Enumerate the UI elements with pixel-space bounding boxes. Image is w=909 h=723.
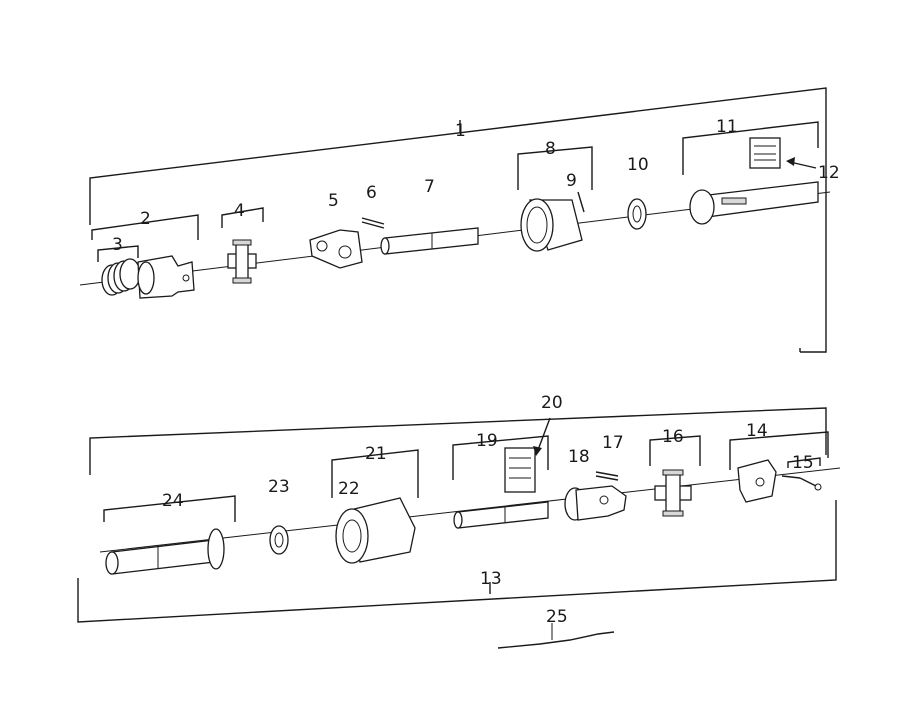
screw-part-9 bbox=[577, 191, 585, 213]
callout-10: 10 bbox=[627, 155, 649, 175]
guard-cone-part-21 bbox=[335, 497, 416, 564]
yoke-part-5 bbox=[309, 229, 363, 269]
callout-23: 23 bbox=[268, 477, 290, 497]
callout-22: 22 bbox=[338, 479, 360, 499]
guard-cone-part-8 bbox=[520, 198, 583, 252]
bracket-16 bbox=[649, 435, 701, 466]
callout-4: 4 bbox=[234, 201, 245, 221]
spring-ring-part-3 bbox=[101, 258, 141, 296]
callout-5: 5 bbox=[328, 191, 339, 211]
warning-label-part-12 bbox=[749, 137, 781, 169]
callout-13: 13 bbox=[480, 569, 502, 589]
yoke-part-18 bbox=[564, 485, 627, 521]
callout-21: 21 bbox=[365, 444, 387, 464]
bracket-15 bbox=[787, 457, 821, 468]
yoke-part-2 bbox=[137, 255, 195, 299]
callout-9: 9 bbox=[566, 171, 577, 191]
pin-part-6 bbox=[361, 217, 385, 229]
callout-19: 19 bbox=[476, 431, 498, 451]
bracket-19 bbox=[452, 435, 549, 480]
grease-fitting-part-15 bbox=[781, 475, 822, 491]
callout-7: 7 bbox=[424, 177, 435, 197]
yoke-part-14 bbox=[737, 459, 777, 503]
bracket-21 bbox=[331, 449, 419, 498]
callout-17: 17 bbox=[602, 433, 624, 453]
safety-chain-part-25 bbox=[497, 623, 615, 649]
bracket-14 bbox=[729, 431, 829, 470]
bracket-2 bbox=[91, 214, 199, 240]
pin-part-17 bbox=[595, 471, 619, 481]
bearing-ring-part-10 bbox=[627, 198, 647, 230]
callout-25: 25 bbox=[546, 607, 568, 627]
callout-24: 24 bbox=[162, 491, 184, 511]
outer-guard-tube-part-11 bbox=[689, 181, 819, 225]
cross-joint-part-4 bbox=[227, 239, 257, 284]
callout-11: 11 bbox=[716, 117, 738, 137]
bracket-8 bbox=[517, 146, 593, 190]
callout-14: 14 bbox=[746, 421, 768, 441]
arrow-20 bbox=[533, 417, 551, 456]
bracket-24 bbox=[103, 495, 236, 522]
bracket-11 bbox=[682, 121, 819, 175]
cross-joint-part-16 bbox=[654, 469, 692, 517]
callout-15: 15 bbox=[792, 453, 814, 473]
callout-16: 16 bbox=[662, 427, 684, 447]
bearing-ring-part-23 bbox=[269, 525, 289, 555]
callout-1: 1 bbox=[455, 121, 466, 141]
bracket-3 bbox=[97, 245, 139, 262]
callout-8: 8 bbox=[545, 139, 556, 159]
callout-18: 18 bbox=[568, 447, 590, 467]
callout-2: 2 bbox=[140, 209, 151, 229]
warning-label-part-20 bbox=[504, 447, 536, 493]
callout-20: 20 bbox=[541, 393, 563, 413]
callout-6: 6 bbox=[366, 183, 377, 203]
bracket-4 bbox=[221, 207, 264, 228]
callout-3: 3 bbox=[112, 235, 123, 255]
inner-tube-part-19 bbox=[453, 501, 549, 529]
callout-12: 12 bbox=[818, 163, 840, 183]
inner-tube-part-7 bbox=[380, 227, 479, 255]
upper-assembly-bracket-1 bbox=[89, 87, 827, 353]
arrow-12 bbox=[786, 157, 817, 169]
outer-tube-part-24 bbox=[105, 528, 225, 575]
